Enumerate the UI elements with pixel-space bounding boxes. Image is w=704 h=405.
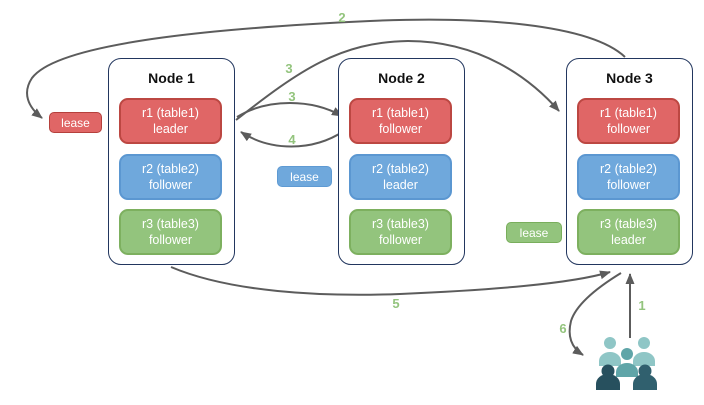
replica-name: r3 (table3) [142,216,199,231]
node-2-title: Node 2 [378,70,425,86]
replica-role: leader [153,122,188,136]
lease-badge-table3: lease [506,222,562,243]
lease-badge-table1: lease [49,112,102,133]
replica-name: r2 (table2) [600,161,657,176]
replica-name: r3 (table3) [372,216,429,231]
replica-name: r3 (table3) [600,216,657,231]
step-label-4: 4 [288,132,296,147]
replica-role: follower [148,178,193,192]
replica-name: r1 (table1) [600,105,657,120]
arrow-step5-node1-to-node3 [170,266,611,296]
arrow-step2-node3-to-lease [26,18,626,119]
replica-name: r1 (table1) [372,105,429,120]
node-1-replica-r1: r1 (table1) leader [119,98,222,144]
replica-role: leader [383,178,418,192]
node-2-replica-r3: r3 (table3) follower [349,209,452,255]
replica-name: r2 (table2) [142,161,199,176]
replica-role: leader [611,233,646,247]
step-label-6: 6 [559,321,567,336]
node-2-replica-r2: r2 (table2) leader [349,154,452,200]
replica-name: r1 (table1) [142,105,199,120]
node-3: Node 3 r1 (table1) follower r2 (table2) … [566,58,693,265]
arrow-step3-node1-to-node3 [235,39,560,121]
replica-role: follower [148,233,193,247]
step-label-2: 2 [338,10,346,25]
replica-role: follower [606,178,651,192]
replica-role: follower [378,233,423,247]
step-label-5: 5 [392,296,400,311]
node-1: Node 1 r1 (table1) leader r2 (table2) fo… [108,58,235,265]
node-1-replica-r3: r3 (table3) follower [119,209,222,255]
node-1-title: Node 1 [148,70,195,86]
node-1-replica-r2: r2 (table2) follower [119,154,222,200]
arrow-step3-node1-to-node2 [236,102,343,118]
node-2: Node 2 r1 (table1) follower r2 (table2) … [338,58,465,265]
step-label-3a: 3 [285,61,293,76]
lease-badge-table2: lease [277,166,332,187]
node-3-title: Node 3 [606,70,653,86]
node-3-replica-r2: r2 (table2) follower [577,154,680,200]
step-label-3b: 3 [288,89,296,104]
node-3-replica-r3: r3 (table3) leader [577,209,680,255]
replica-role: follower [378,122,423,136]
replica-role: follower [606,122,651,136]
users-icon [596,337,657,390]
replica-name: r2 (table2) [372,161,429,176]
step-label-1: 1 [638,298,646,313]
node-3-replica-r1: r1 (table1) follower [577,98,680,144]
arrow-step4-node2-to-node1 [240,130,345,148]
arrow-step6-node3-to-users [568,272,622,356]
node-2-replica-r1: r1 (table1) follower [349,98,452,144]
